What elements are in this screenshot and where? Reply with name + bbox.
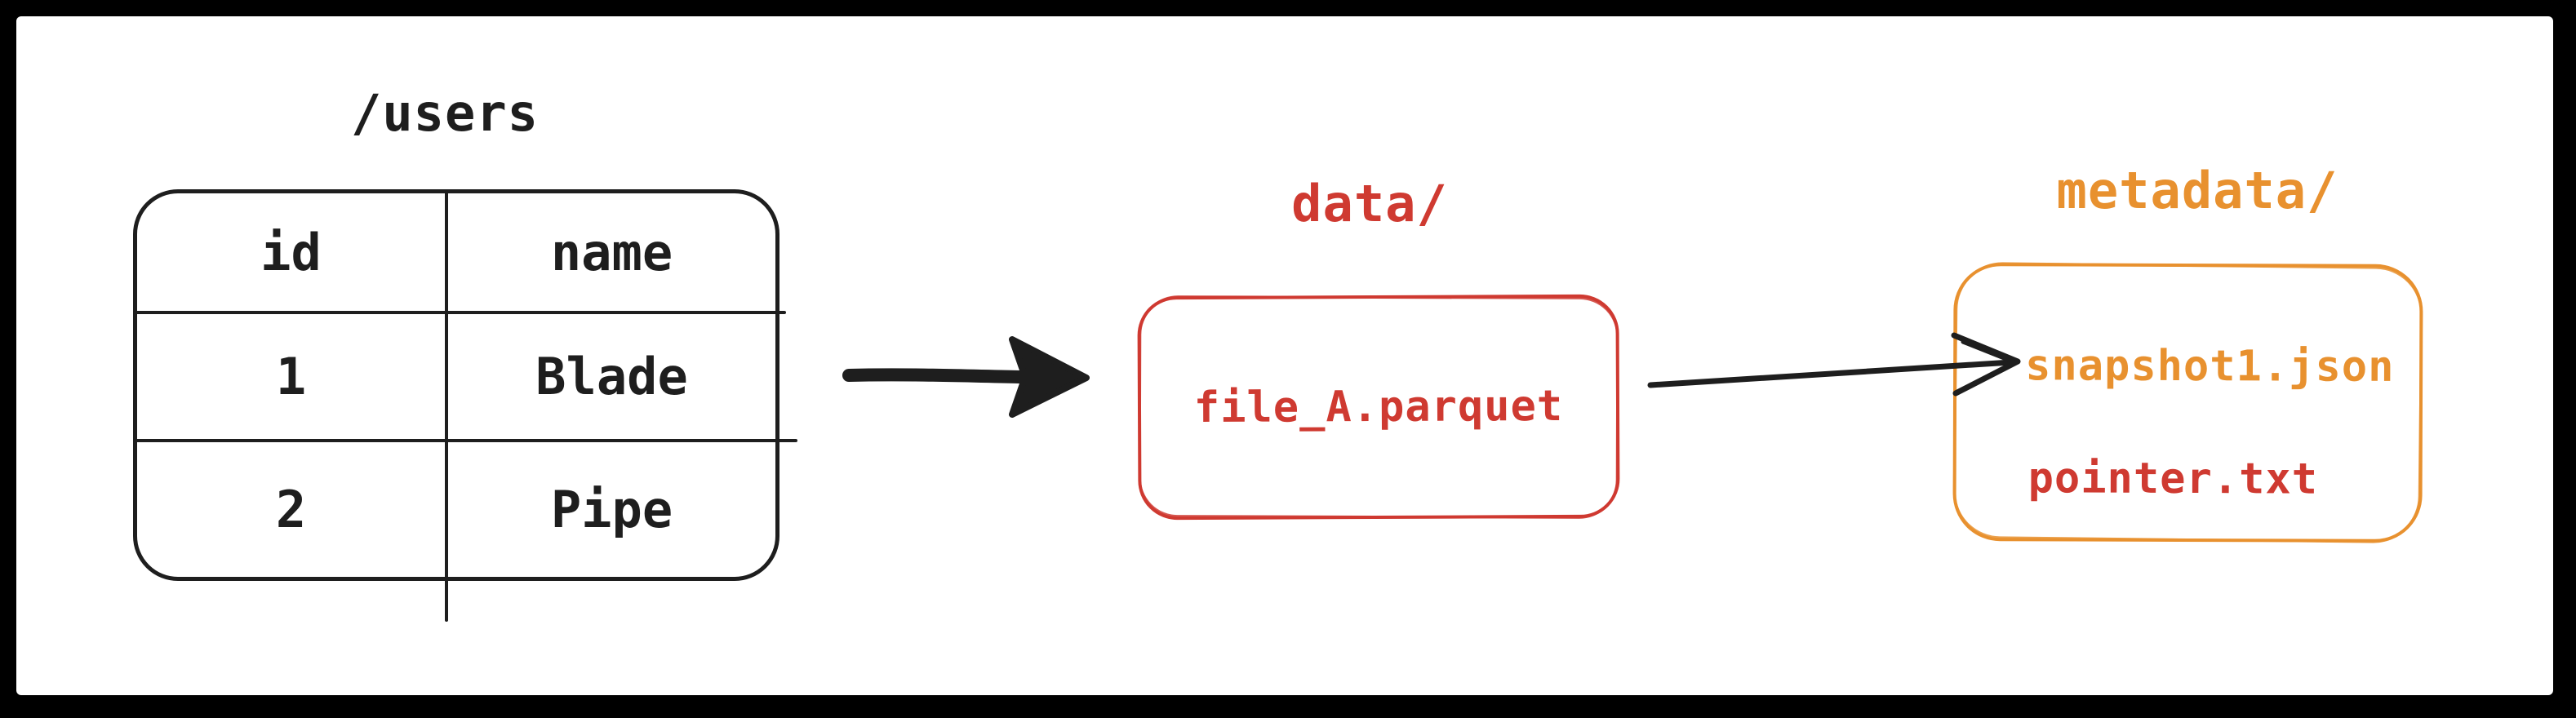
users-table-title: /users <box>351 83 539 143</box>
metadata-folder-box: snapshot1.json pointer.txt <box>1952 262 2423 543</box>
file-item-pointer: pointer.txt <box>2027 454 2319 504</box>
metadata-folder-label: metadata/ <box>2056 161 2338 220</box>
users-table: id name 1 Blade 2 Pipe <box>133 189 797 622</box>
file-item-snapshot: snapshot1.json <box>2025 341 2395 392</box>
table-column-divider <box>445 192 448 622</box>
table-row-separator <box>133 439 797 442</box>
table-cell-row2-id: 2 <box>275 480 307 539</box>
table-header-name: name <box>550 222 673 282</box>
file-item-parquet: file_A.parquet <box>1193 382 1564 432</box>
data-folder-label: data/ <box>1291 174 1448 233</box>
table-cell-row1-id: 1 <box>275 347 307 406</box>
table-cell-row1-name: Blade <box>535 347 688 406</box>
table-cell-row2-name: Pipe <box>550 480 673 539</box>
table-header-separator <box>133 311 786 314</box>
table-header-id: id <box>260 222 322 282</box>
data-folder-box: file_A.parquet <box>1137 294 1620 521</box>
